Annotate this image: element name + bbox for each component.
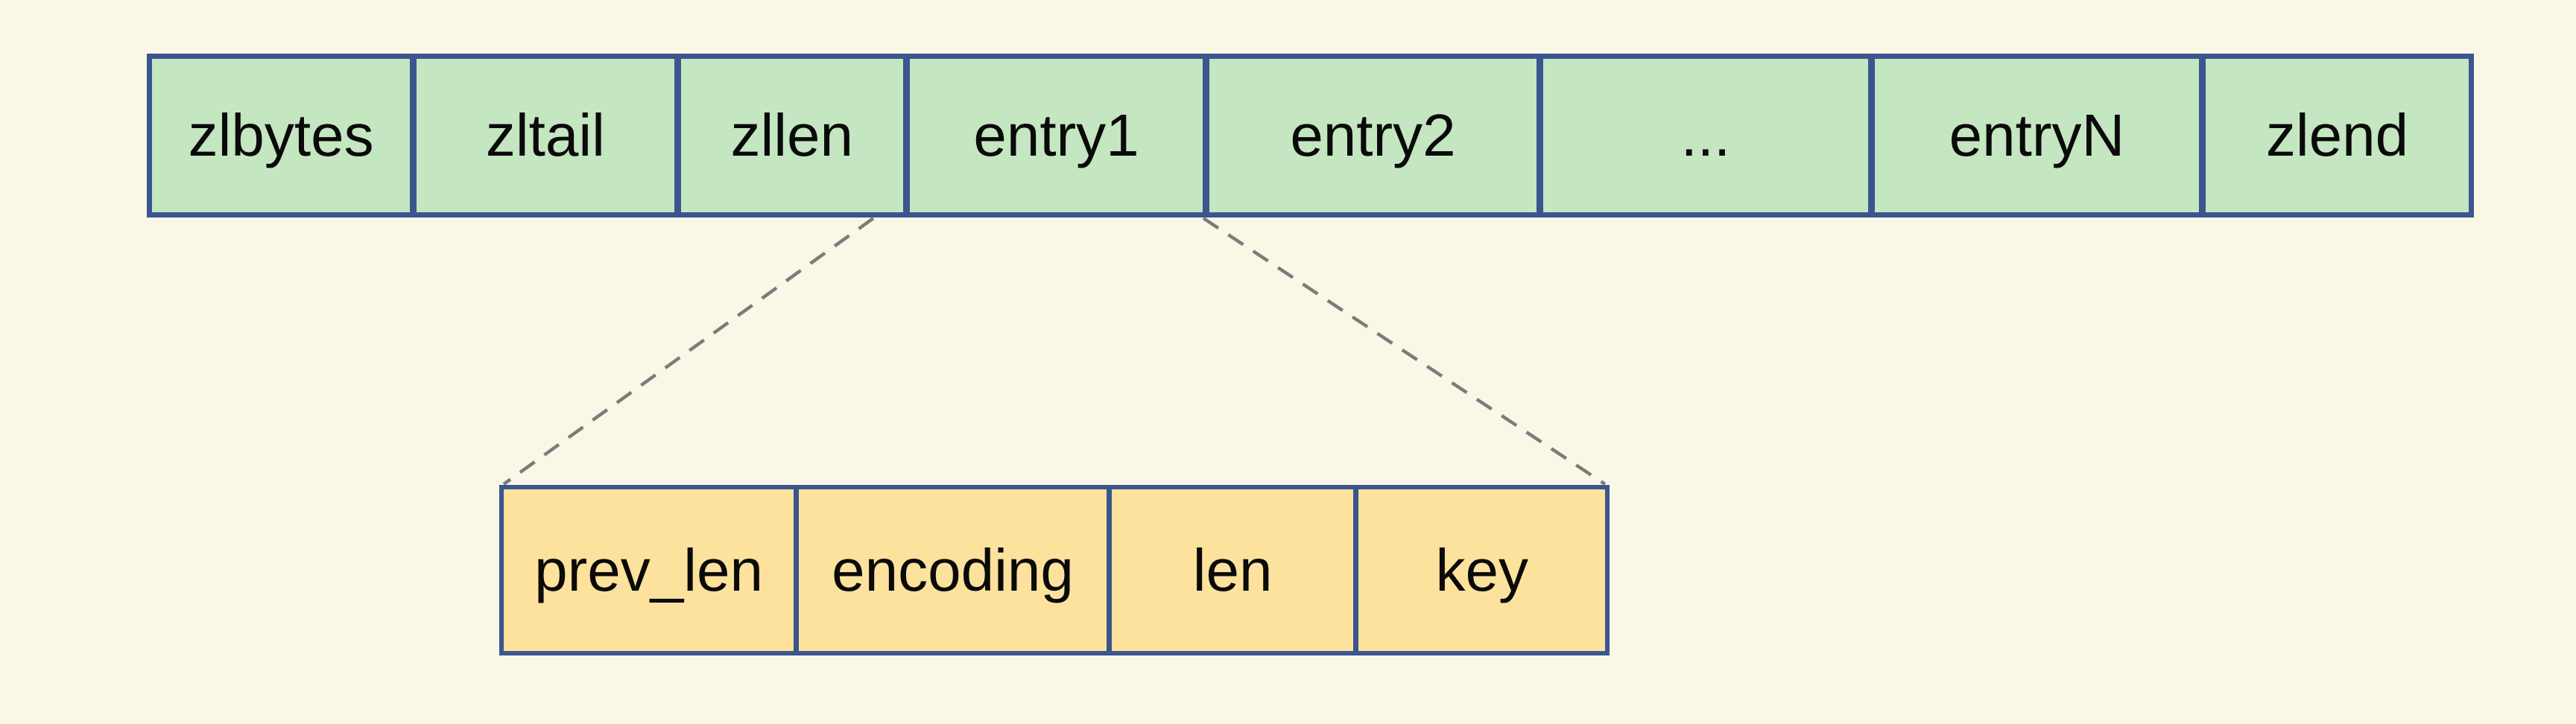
cell-zltail-label: zltail <box>485 102 605 168</box>
cell-entry2: entry2 <box>1203 59 1537 212</box>
cell-zllen: zllen <box>674 59 903 212</box>
cell-encoding: encoding <box>794 489 1107 651</box>
cell-zlend: zlend <box>2198 59 2469 212</box>
cell-len-label: len <box>1192 536 1273 603</box>
cell-ellipsis: ... <box>1536 59 1868 212</box>
expansion-line-left <box>502 217 875 486</box>
cell-prev-len: prev_len <box>504 489 794 651</box>
cell-key: key <box>1353 489 1605 651</box>
cell-entry2-label: entry2 <box>1290 102 1456 168</box>
cell-zlbytes: zlbytes <box>152 59 411 212</box>
cell-entry1-label: entry1 <box>973 102 1139 168</box>
expansion-line-right <box>1202 217 1607 486</box>
entry-detail-row: prev_len encoding len key <box>499 485 1610 655</box>
cell-zlend-label: zlend <box>2265 102 2409 168</box>
cell-zltail: zltail <box>410 59 674 212</box>
cell-ellipsis-label: ... <box>1680 102 1731 168</box>
cell-encoding-label: encoding <box>832 536 1074 603</box>
cell-zlbytes-label: zlbytes <box>188 102 374 168</box>
cell-len: len <box>1106 489 1354 651</box>
cell-entryN: entryN <box>1867 59 2199 212</box>
cell-entryN-label: entryN <box>1949 102 2125 168</box>
cell-zllen-label: zllen <box>730 102 853 168</box>
ziplist-row: zlbytes zltail zllen entry1 entry2 ... e… <box>147 54 2474 217</box>
cell-prev-len-label: prev_len <box>534 536 764 603</box>
cell-entry1: entry1 <box>902 59 1203 212</box>
cell-key-label: key <box>1435 536 1528 603</box>
